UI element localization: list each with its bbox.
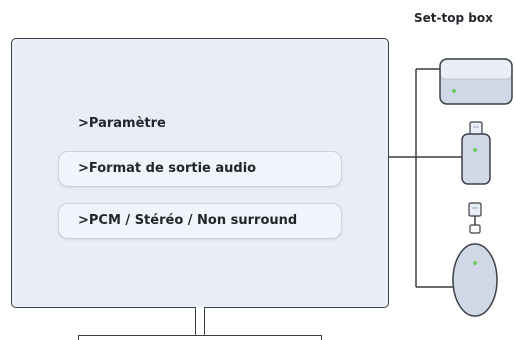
tv-stand-neck [195, 307, 205, 336]
hdmi-stick-led-icon [473, 148, 477, 152]
connector-lines [389, 68, 462, 288]
tv-stand-base [78, 335, 322, 340]
streaming-dongle-icon [452, 202, 498, 317]
menu-option-label: >PCM / Stéréo / Non surround [78, 213, 298, 228]
menu-option-audio-output-format[interactable]: >Format de sortie audio [58, 151, 342, 187]
set-top-box-title: Set-top box [414, 11, 493, 25]
hdmi-stick-icon [461, 121, 491, 185]
set-top-box-icon [439, 58, 513, 105]
menu-heading: >Paramètre [78, 116, 166, 131]
menu-option-label: >Format de sortie audio [78, 161, 257, 176]
streaming-dongle-led-icon [473, 261, 477, 265]
menu-option-pcm-stereo[interactable]: >PCM / Stéréo / Non surround [58, 203, 342, 239]
set-top-box-led-icon [452, 89, 456, 93]
